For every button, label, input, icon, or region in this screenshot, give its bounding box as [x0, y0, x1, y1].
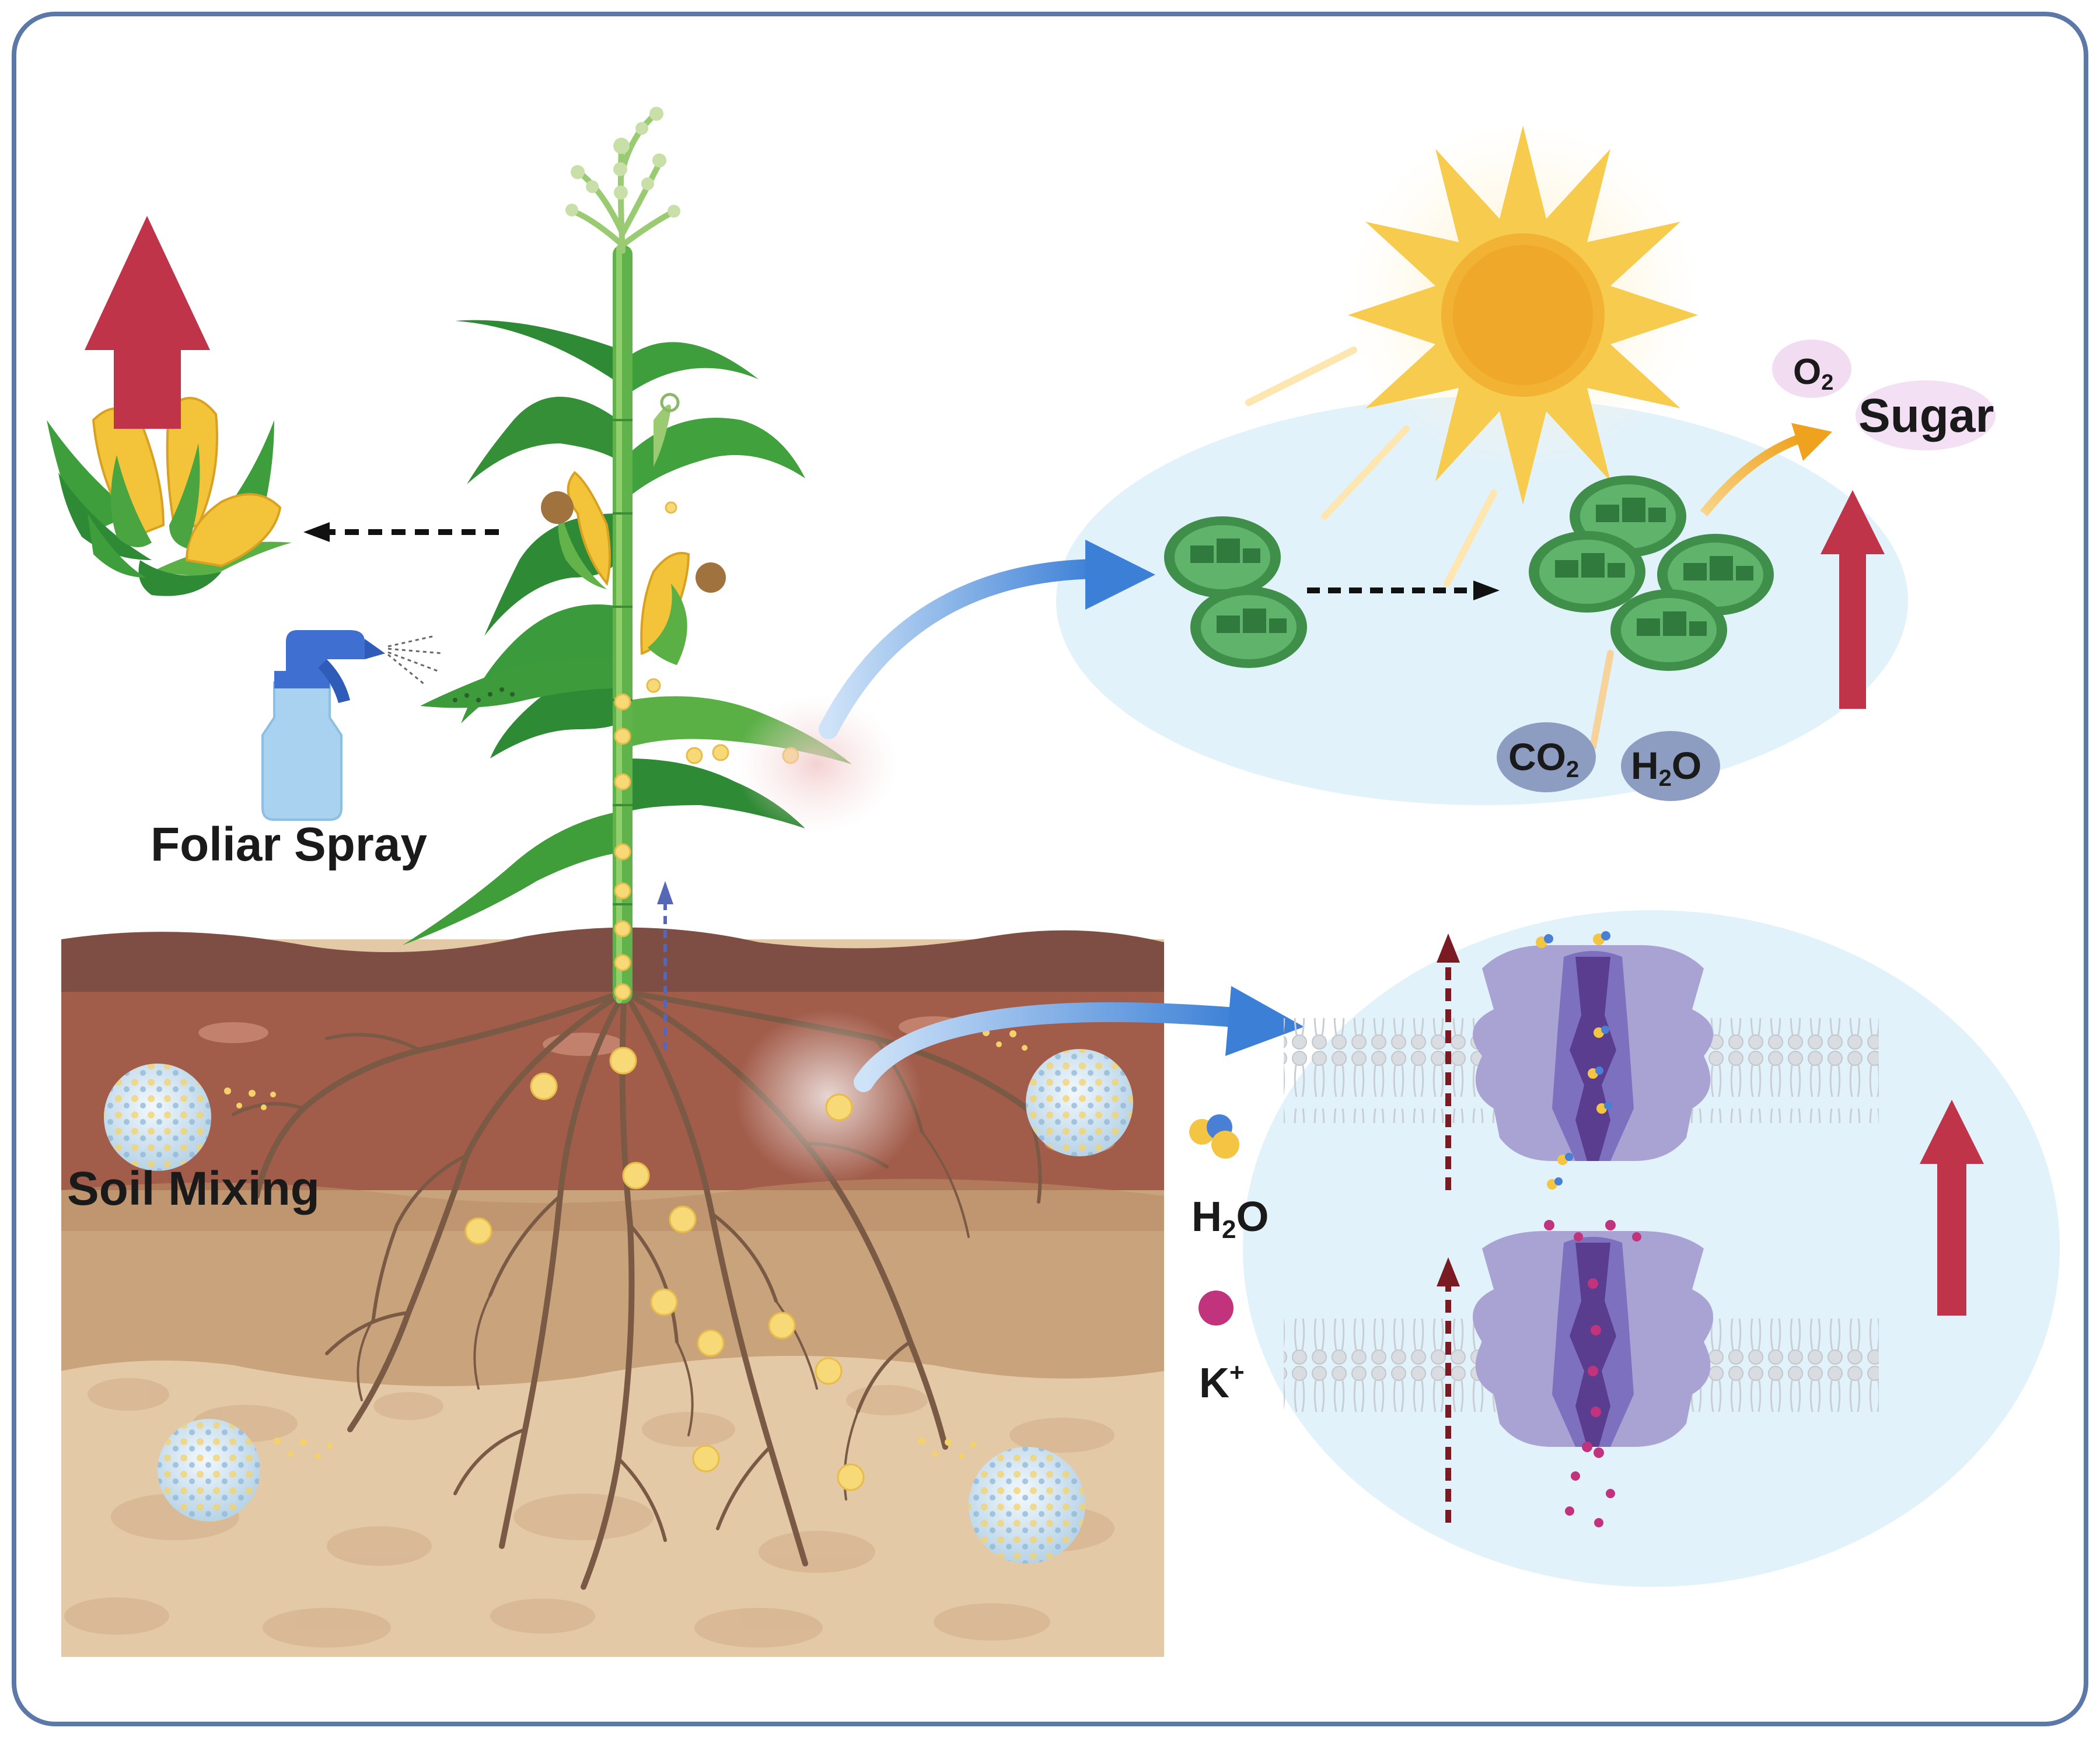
sun-icon: [1348, 123, 1698, 505]
root-nanoparticles: [464, 1047, 865, 1491]
k-ion-label: K+: [1199, 1358, 1245, 1407]
harvest-dotted-arrow: [303, 522, 499, 542]
o2-bubble: [1772, 340, 1851, 398]
photosynthesis-increase-arrow: [1821, 490, 1885, 709]
co2-label: CO2: [1508, 735, 1579, 782]
water-molecules: [1189, 931, 1612, 1190]
root-to-membrane-arrow: [854, 986, 1304, 1092]
chloroplast-icon: [1164, 475, 1774, 671]
corn-roots: [232, 989, 1042, 1590]
root-highlight-glow: [735, 1009, 922, 1184]
sugar-label: Sugar: [1858, 389, 1994, 442]
released-particles: [224, 1029, 1028, 1459]
soil-mixing-label: Soil Mixing: [67, 1162, 320, 1215]
uptake-dashed-arrows: [1437, 933, 1460, 1523]
input-ray: [1589, 650, 1614, 750]
o2-label: O2: [1793, 352, 1833, 395]
chloroplast-dotted-arrow: [1307, 581, 1500, 600]
corn-plant: [403, 107, 852, 1050]
h2o-label-top: H2O: [1631, 744, 1701, 791]
co2-bubble: [1497, 722, 1596, 792]
corn-cob-icon: [541, 471, 726, 665]
h2o-bubble-top: [1621, 731, 1720, 801]
product-arrow: [1700, 423, 1832, 516]
sun-rays: [1245, 347, 1497, 587]
uptake-increase-arrow: [1920, 1100, 1984, 1316]
potassium-ions: [1198, 1220, 1641, 1527]
photosynthesis-cell-bubble: [1056, 397, 1908, 805]
leaf-highlight-glow: [735, 694, 899, 834]
nanoparticle-icon: [104, 1049, 1133, 1564]
yield-increase-arrow: [85, 216, 210, 429]
sugar-bubble: [1856, 380, 1996, 450]
foliar-spray-label: Foliar Spray: [151, 818, 427, 871]
spray-bottle-icon: [261, 630, 444, 821]
harvest-corn-icon: [47, 397, 292, 596]
leaf-to-cell-arrow: [819, 540, 1155, 739]
h2o-label-membrane: H2O: [1191, 1194, 1269, 1244]
